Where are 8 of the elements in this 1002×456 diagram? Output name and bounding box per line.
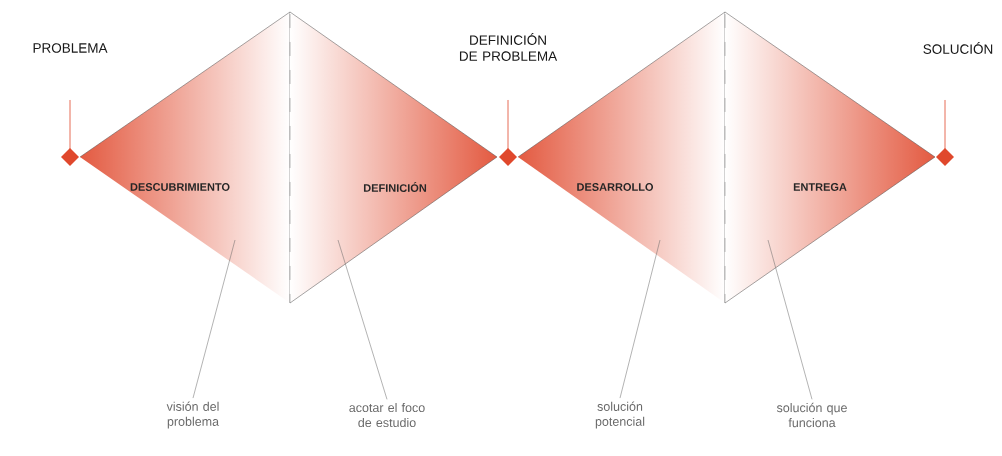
leader-line [192,239,236,399]
caption-text: solución que funciona [776,402,847,428]
caption-text: visión del problema [166,401,220,429]
caption-text: solución potencial [595,401,645,429]
leader-line [619,239,661,399]
caption-text: acotar el foco de estudio [349,402,425,428]
leader-line [337,239,388,400]
leader-line [767,239,813,400]
